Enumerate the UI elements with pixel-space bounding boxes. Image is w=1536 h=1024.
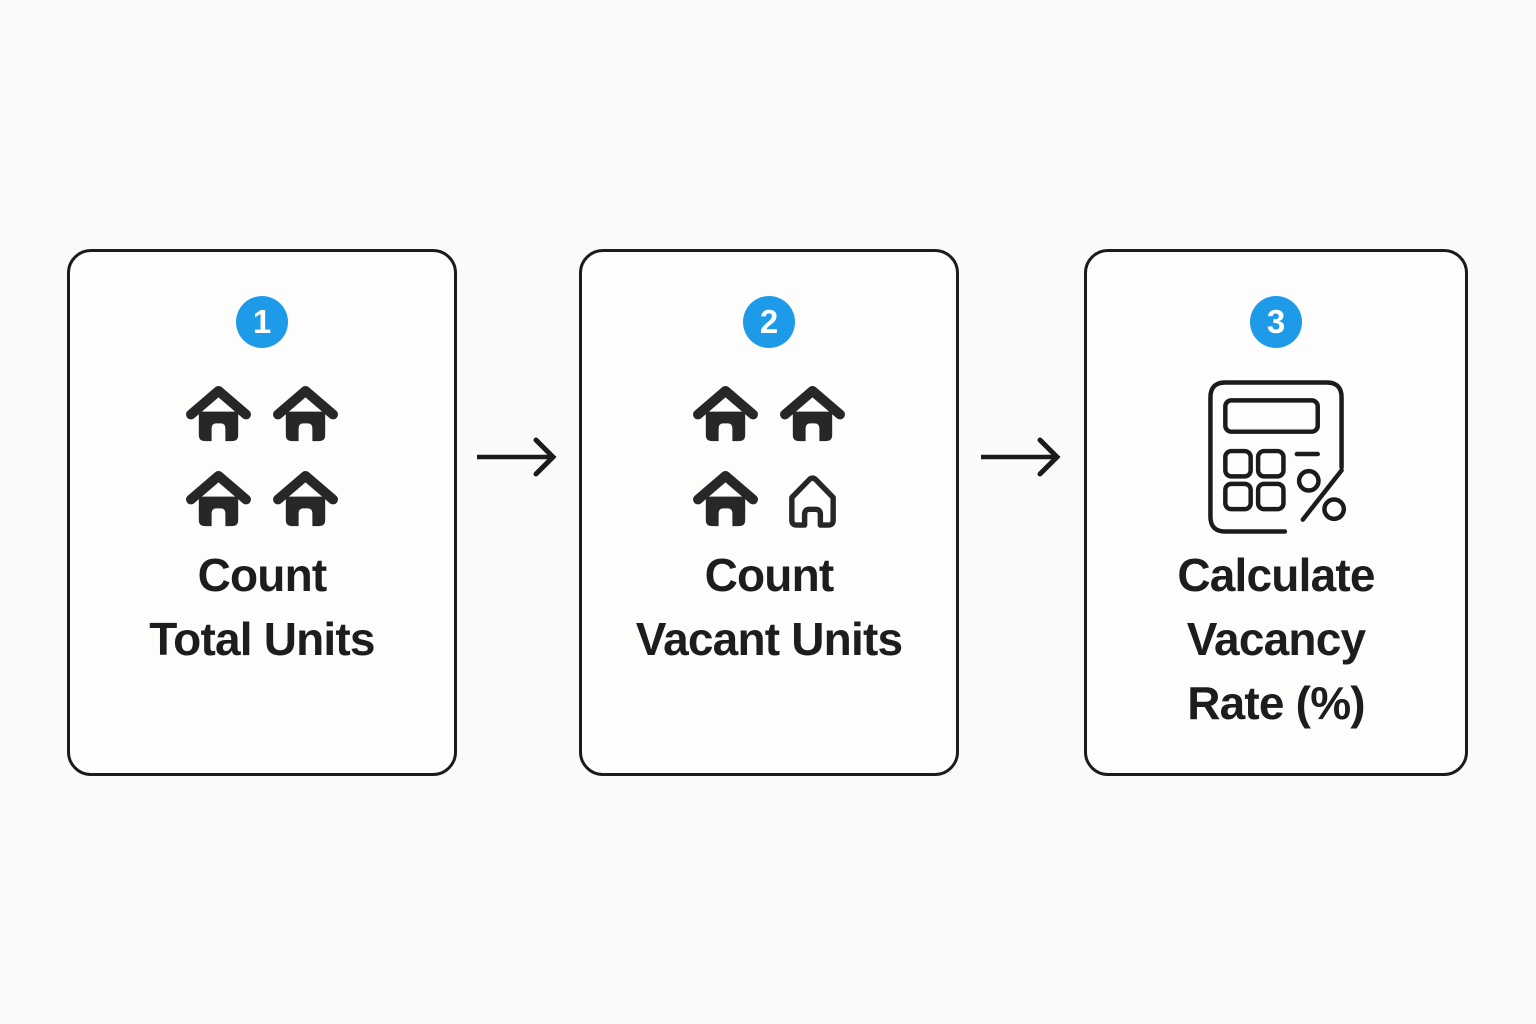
step-card-calculate-vacancy-rate: 3 Calculate Vacancy Rate (%): [1084, 249, 1468, 776]
houses-grid: [186, 385, 338, 531]
houses-3-filled-1-outline-icon: [693, 383, 845, 533]
step-label-line: Total Units: [149, 613, 375, 665]
house-filled-icon: [693, 385, 758, 446]
step-label-line: Vacancy: [1186, 613, 1366, 665]
step-number-badge: 2: [743, 296, 795, 348]
step-label-line: Count: [197, 549, 328, 601]
connector-2: [959, 249, 1084, 776]
connector-1: [457, 249, 579, 776]
step-card-count-total-units: 1 Count Total Units: [67, 249, 457, 776]
houses-grid: [693, 385, 845, 531]
step-label-line: Count: [704, 549, 835, 601]
houses-4-filled-icon: [186, 383, 338, 533]
step-label: Count Vacant Units: [636, 543, 903, 671]
right-arrow-icon: [980, 437, 1064, 477]
house-filled-icon: [186, 385, 251, 446]
house-filled-icon: [780, 385, 845, 446]
house-filled-icon: [273, 385, 338, 446]
house-filled-icon: [186, 470, 251, 531]
house-filled-icon: [693, 470, 758, 531]
step-label: Count Total Units: [149, 543, 375, 671]
step-label-line: Rate (%): [1187, 677, 1365, 729]
house-filled-icon: [273, 470, 338, 531]
right-arrow-icon: [476, 437, 560, 477]
calculator-percent-icon: [1200, 383, 1352, 533]
steps-row: 1 Count Total Units 2: [67, 249, 1468, 776]
step-number-badge: 1: [236, 296, 288, 348]
step-label: Calculate Vacancy Rate (%): [1177, 543, 1375, 735]
step-number-badge: 3: [1250, 296, 1302, 348]
calculator-icon: [1200, 378, 1352, 539]
step-card-count-vacant-units: 2 Count Vacant Units: [579, 249, 959, 776]
step-label-line: Calculate: [1177, 549, 1375, 601]
house-outline-icon: [780, 470, 845, 531]
step-label-line: Vacant Units: [635, 613, 903, 665]
